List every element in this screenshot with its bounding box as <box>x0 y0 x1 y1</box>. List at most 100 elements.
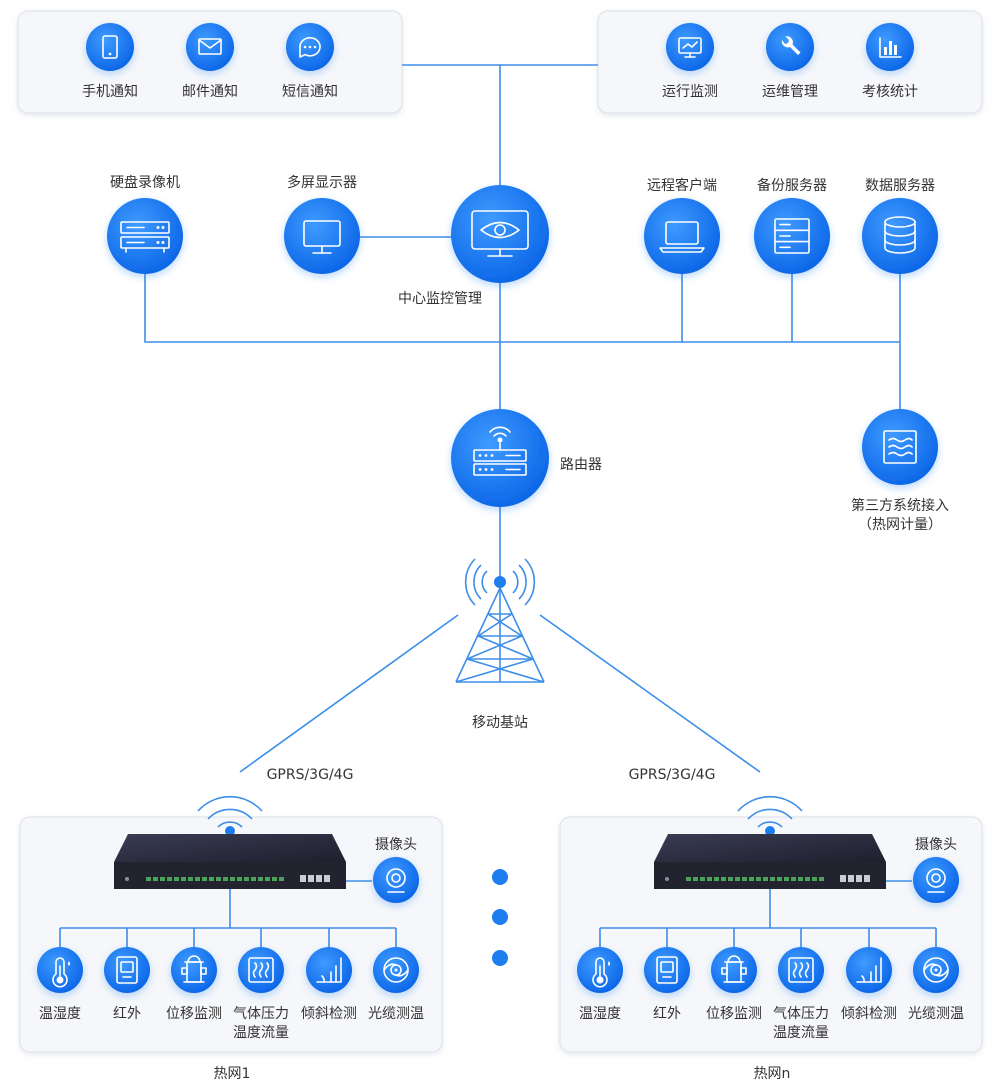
backup-server-label: 备份服务器 <box>757 177 827 194</box>
sensor-sublabel: 温度流量 <box>773 1025 829 1041</box>
sensor-label: 气体压力 <box>773 1006 829 1022</box>
sensor-node[interactable]: 光缆测温 <box>368 947 424 1022</box>
camera-node[interactable]: 摄像头 <box>373 837 419 903</box>
sensor-node[interactable]: 倾斜检测 <box>841 947 897 1022</box>
base-station-label: 移动基站 <box>472 714 528 731</box>
sensor-node[interactable]: 温湿度 <box>577 947 623 1022</box>
maintenance-label: 运维管理 <box>762 84 818 100</box>
statistics-label: 考核统计 <box>862 84 918 100</box>
tilt-icon <box>856 957 882 983</box>
gateway-device <box>654 834 886 889</box>
third-party-node[interactable]: 第三方系统接入 （热网计量） <box>851 409 949 533</box>
data-server-label: 数据服务器 <box>865 178 935 194</box>
sensor-node[interactable]: 位移监测 <box>166 947 222 1022</box>
remote-client-label: 远程客户端 <box>647 177 717 194</box>
cable-icon <box>383 957 409 983</box>
router-icon <box>473 426 527 476</box>
sensor-label: 位移监测 <box>706 1006 762 1022</box>
dvr-label: 硬盘录像机 <box>110 174 180 191</box>
base-station-node: 移动基站 <box>455 558 545 731</box>
camera-label: 摄像头 <box>915 837 957 853</box>
link-label-right: GPRS/3G/4G <box>629 767 716 783</box>
sensor-label: 光缆测温 <box>908 1006 964 1022</box>
statistics-node[interactable]: 考核统计 <box>862 23 918 100</box>
monitor-chart-icon <box>678 37 702 58</box>
phone-notice-label: 手机通知 <box>82 83 138 100</box>
sensor-bus-lines <box>59 889 397 948</box>
database-icon <box>884 216 916 254</box>
run-monitor-node[interactable]: 运行监测 <box>662 23 718 100</box>
wifi-icon <box>737 795 803 836</box>
dvr-icon <box>120 221 170 253</box>
sensor-label: 温湿度 <box>579 1006 621 1022</box>
server-rack-icon <box>774 218 810 254</box>
hydrant-icon <box>181 955 207 983</box>
heat-meter-icon <box>883 430 917 464</box>
mail-notice-label: 邮件通知 <box>182 83 238 100</box>
camera-icon <box>926 868 946 893</box>
heat-icon <box>788 957 814 983</box>
mail-icon <box>198 38 222 55</box>
site-name: 热网1 <box>214 1066 251 1082</box>
mail-notice-node[interactable]: 邮件通知 <box>182 23 238 100</box>
sensor-label: 温湿度 <box>39 1006 81 1022</box>
sensor-node[interactable]: 倾斜检测 <box>301 947 357 1022</box>
multi-screen-node[interactable]: 多屏显示器 <box>284 174 360 274</box>
central-monitor-label: 中心监控管理 <box>398 291 482 307</box>
thermometer-icon <box>52 957 70 988</box>
camera-node[interactable]: 摄像头 <box>913 837 959 903</box>
sensor-label: 倾斜检测 <box>841 1006 897 1022</box>
phone-notice-node[interactable]: 手机通知 <box>82 23 138 100</box>
camera-icon <box>386 868 406 893</box>
multi-screen-label: 多屏显示器 <box>287 174 357 191</box>
sensor-label: 红外 <box>653 1006 681 1022</box>
heat-icon <box>248 957 274 983</box>
router-label: 路由器 <box>560 457 602 473</box>
laptop-icon <box>659 221 705 253</box>
phone-icon <box>102 35 118 59</box>
site-panel-1: 摄像头温湿度 红外 位移监测气体压力温度流量倾斜检测光缆测温热网1 <box>19 795 443 1082</box>
data-server-node[interactable]: 数据服务器 <box>862 178 938 274</box>
remote-client-node[interactable]: 远程客户端 <box>644 177 720 274</box>
sensor-label: 倾斜检测 <box>301 1006 357 1022</box>
sensor-node[interactable]: 位移监测 <box>706 947 762 1022</box>
eye-monitor-icon <box>471 210 529 257</box>
central-monitor-node[interactable]: 中心监控管理 <box>398 185 549 307</box>
sensor-node[interactable]: 红外 <box>644 947 690 1022</box>
cable-icon <box>923 957 949 983</box>
link-label-left: GPRS/3G/4G <box>267 767 354 783</box>
desktop-monitor-icon <box>303 220 341 254</box>
maintenance-node[interactable]: 运维管理 <box>762 23 818 100</box>
bar-chart-icon <box>879 37 902 58</box>
sensor-node[interactable]: 光缆测温 <box>908 947 964 1022</box>
connection-lines <box>144 64 901 773</box>
sensor-node[interactable]: 红外 <box>104 947 150 1022</box>
infrared-icon <box>656 956 678 984</box>
site-name: 热网n <box>754 1066 791 1082</box>
sms-icon <box>299 37 321 58</box>
camera-label: 摄像头 <box>375 837 417 853</box>
gateway-device <box>114 834 346 889</box>
run-monitor-label: 运行监测 <box>662 84 718 100</box>
sensor-label: 气体压力 <box>233 1006 289 1022</box>
more-sites-dots <box>492 869 508 966</box>
thermometer-icon <box>592 957 610 988</box>
tilt-icon <box>316 957 342 983</box>
third-party-label: 第三方系统接入 <box>851 497 949 514</box>
sensor-label: 红外 <box>113 1006 141 1022</box>
wrench-icon <box>781 36 801 55</box>
sensor-node[interactable]: 温湿度 <box>37 947 83 1022</box>
sms-notice-label: 短信通知 <box>282 83 338 100</box>
sensor-label: 光缆测温 <box>368 1006 424 1022</box>
site-panel-n: 摄像头温湿度 红外 位移监测气体压力温度流量倾斜检测光缆测温热网n <box>559 795 983 1082</box>
infrared-icon <box>116 956 138 984</box>
cell-tower-icon <box>455 558 545 683</box>
backup-server-node[interactable]: 备份服务器 <box>754 177 830 274</box>
sms-notice-node[interactable]: 短信通知 <box>282 23 338 100</box>
dvr-node[interactable]: 硬盘录像机 <box>107 174 183 274</box>
third-party-sublabel: （热网计量） <box>858 517 942 533</box>
router-node[interactable]: 路由器 <box>451 409 602 507</box>
